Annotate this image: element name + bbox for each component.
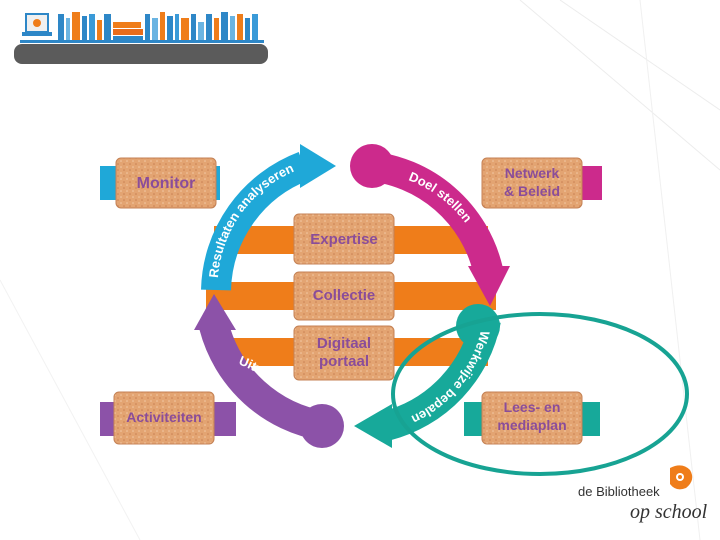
brick-monitor: Monitor	[115, 157, 217, 209]
books-icon	[58, 12, 258, 40]
svg-text:Lees- en: Lees- en	[504, 399, 561, 415]
svg-text:op school: op school	[630, 501, 708, 523]
bookshelf-header-image	[14, 12, 268, 64]
svg-text:Monitor: Monitor	[137, 175, 196, 192]
brick-collectie: Collectie	[293, 271, 395, 321]
brick-digitaal-portaal: Digitaal portaal	[293, 325, 395, 381]
arrow-doel-stellen	[350, 144, 510, 306]
svg-text:& Beleid: & Beleid	[504, 183, 560, 199]
brick-lees-en-mediaplan: Lees- en mediaplan	[481, 391, 583, 445]
svg-text:Digitaal: Digitaal	[317, 335, 371, 352]
svg-text:Activiteiten: Activiteiten	[126, 409, 201, 425]
svg-text:Netwerk: Netwerk	[505, 165, 560, 181]
svg-text:Collectie: Collectie	[313, 287, 376, 304]
bibliotheek-logo-icon	[670, 465, 693, 490]
bibliotheek-op-school-logo: de Bibliotheek op school	[578, 465, 708, 523]
arrow-uitvoeren	[194, 294, 344, 448]
brick-expertise: Expertise	[293, 213, 395, 265]
arrow-resultaten-analyseren	[201, 144, 336, 291]
svg-text:de Bibliotheek: de Bibliotheek	[578, 484, 660, 499]
svg-text:portaal: portaal	[319, 353, 369, 370]
svg-text:mediaplan: mediaplan	[497, 417, 566, 433]
brick-activiteiten: Activiteiten	[113, 391, 215, 445]
brick-netwerk-beleid: Netwerk & Beleid	[481, 157, 583, 209]
svg-text:Expertise: Expertise	[310, 231, 378, 248]
cycle-diagram: Resultaten analyseren Doel stellen Werkw…	[100, 144, 602, 448]
